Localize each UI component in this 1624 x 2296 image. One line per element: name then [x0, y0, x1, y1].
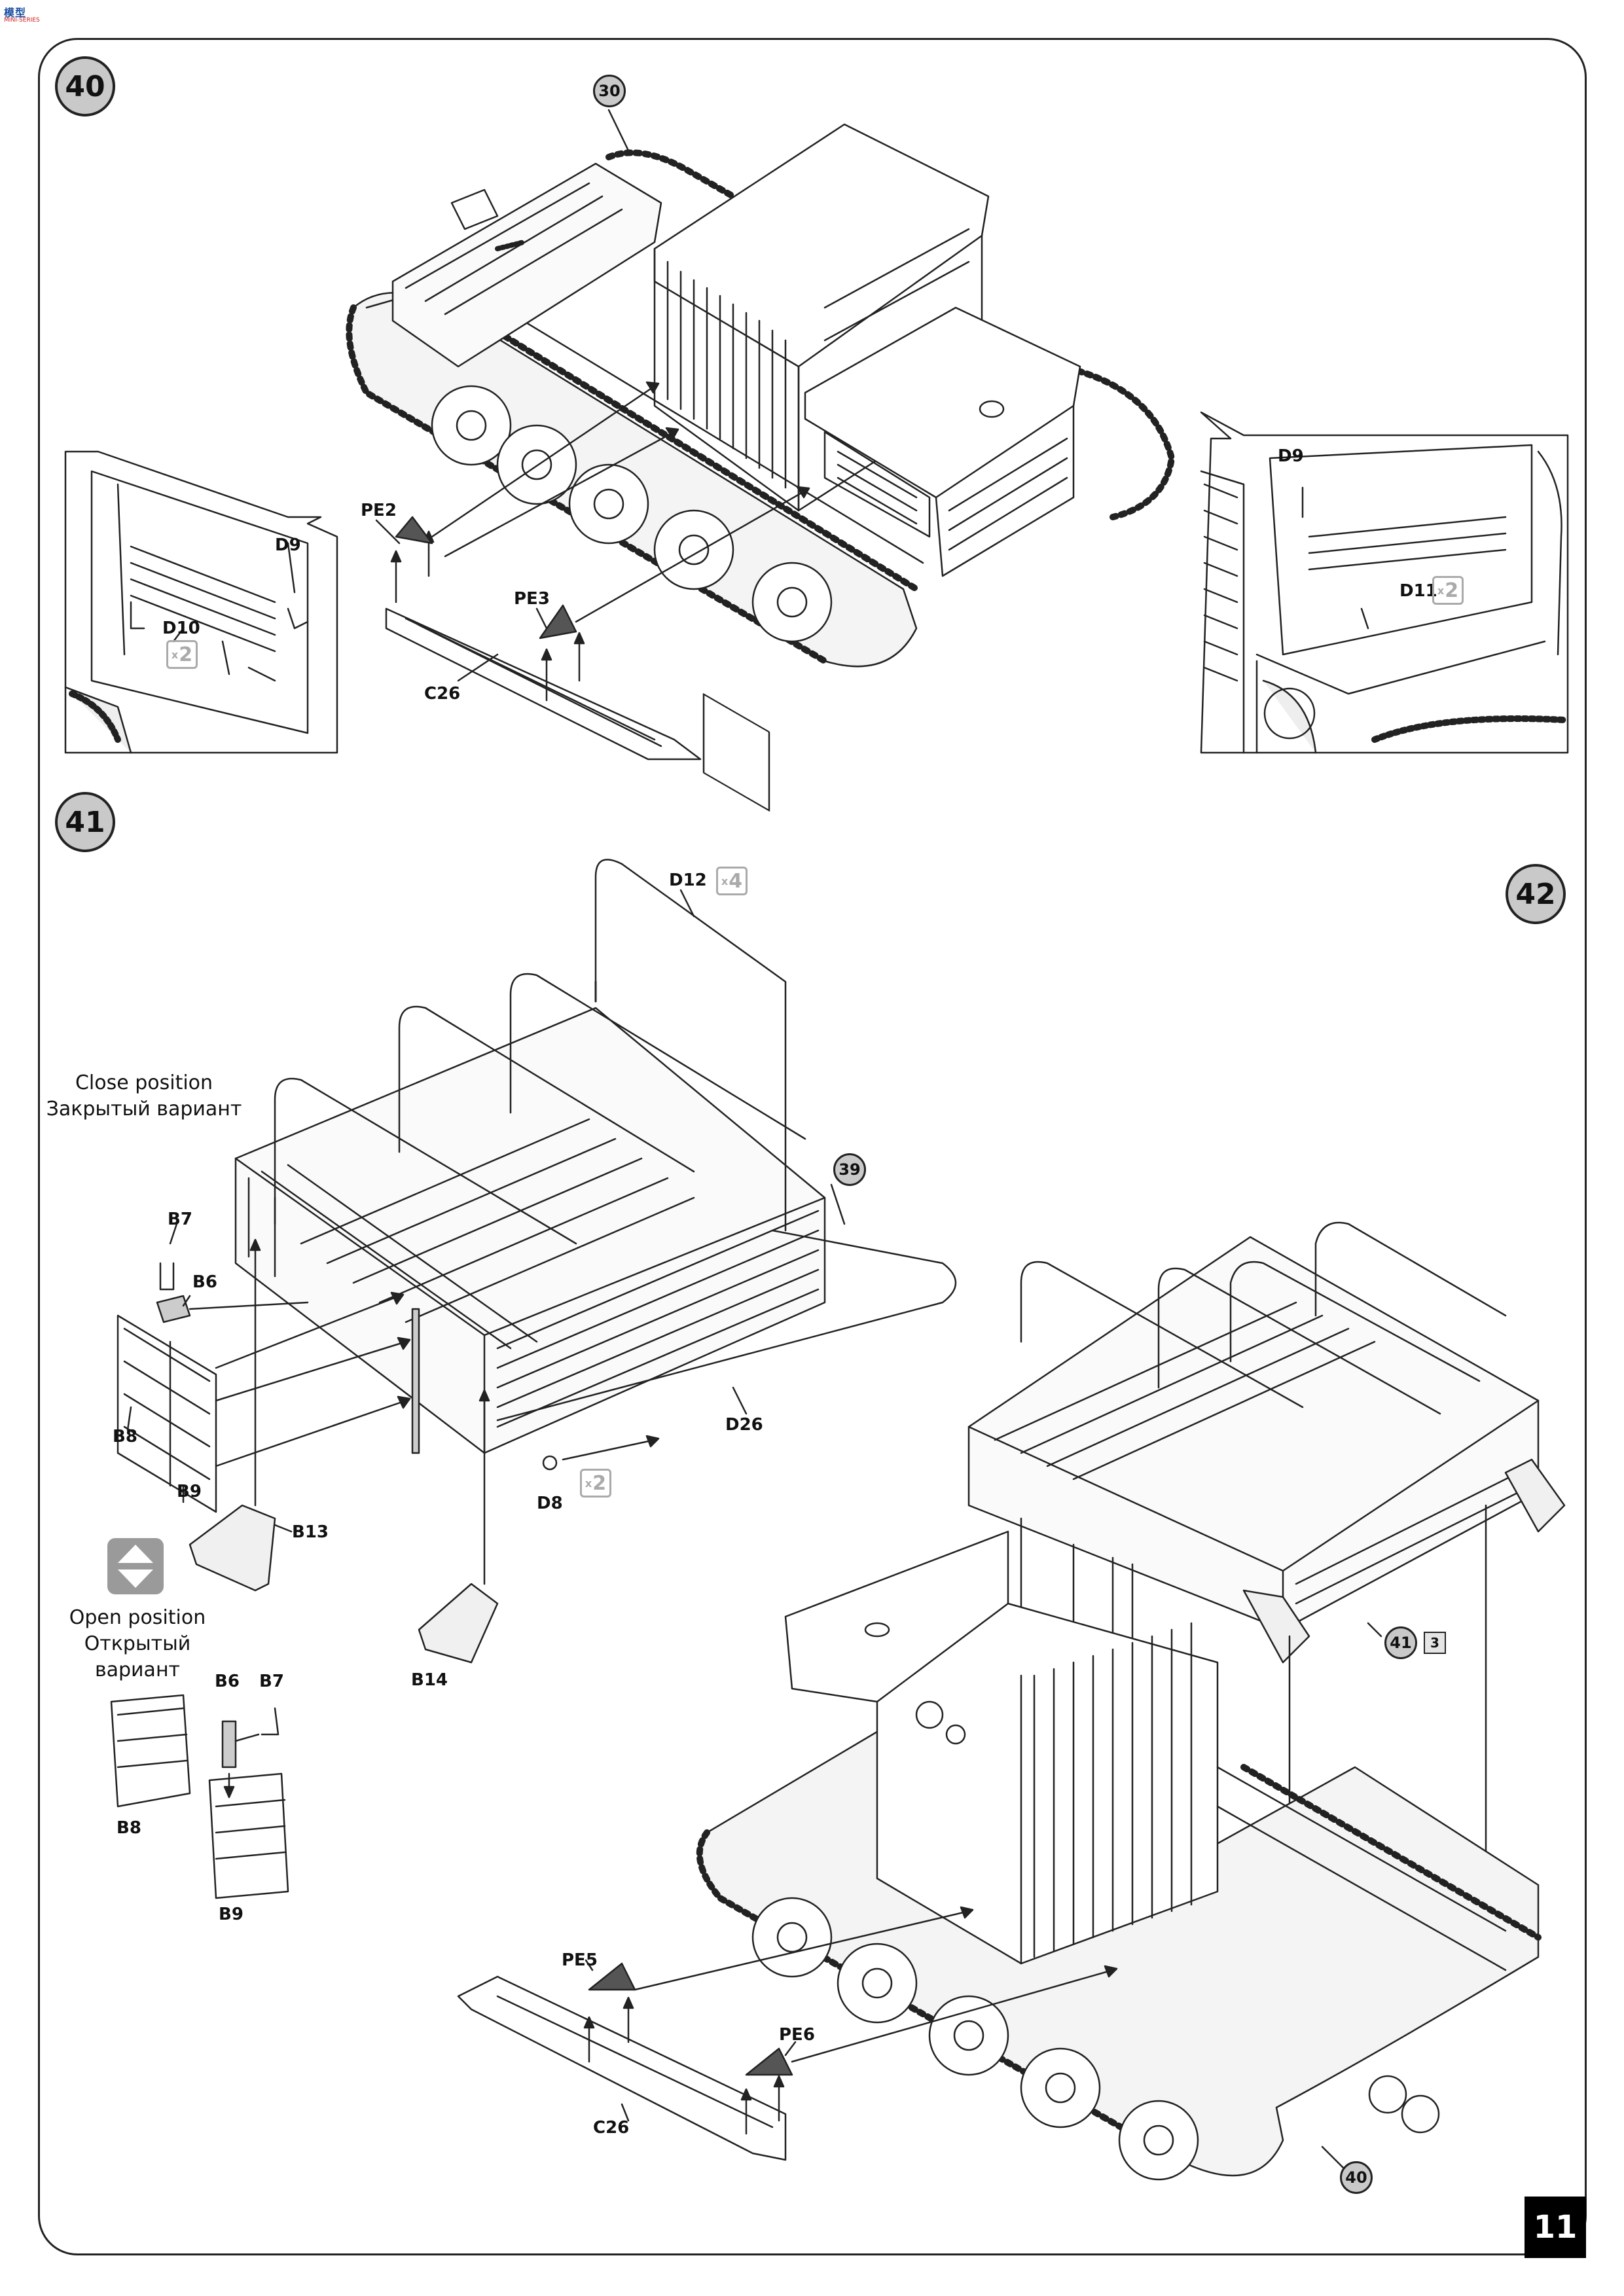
label-b6-open: B6	[215, 1672, 240, 1691]
label-pe5: PE5	[562, 1950, 598, 1970]
label-b9: B9	[177, 1482, 202, 1501]
multiplier-value: 4	[729, 869, 743, 893]
ref-41: 41	[1384, 1626, 1417, 1659]
open-position-ru: Открытый вариант	[84, 1632, 191, 1681]
label-b7: B7	[168, 1210, 192, 1229]
multiplier-x: x	[721, 874, 729, 888]
close-position-en: Close position	[75, 1071, 213, 1094]
label-d8: D8	[537, 1494, 563, 1513]
step40-vehicle	[346, 109, 1175, 812]
step-42-badge: 42	[1506, 864, 1566, 924]
step40-right-inset	[1200, 411, 1569, 754]
multiplier-value: 2	[592, 1471, 607, 1495]
open-position-caption: Open position Открытый вариант	[46, 1605, 229, 1683]
step-40-badge: 40	[55, 56, 115, 117]
close-position-caption: Close position Закрытый вариант	[46, 1070, 242, 1122]
label-b8-open: B8	[117, 1818, 141, 1838]
step41-cargo-bed	[117, 859, 957, 1664]
label-d11: D11	[1399, 581, 1437, 601]
label-b7-open: B7	[259, 1672, 284, 1691]
multiplier-value: 2	[1445, 579, 1459, 602]
label-pe6: PE6	[779, 2025, 815, 2045]
site-logo: 模型 MINI-SERIES	[4, 4, 50, 26]
ref-39: 39	[833, 1153, 866, 1186]
label-b8: B8	[113, 1427, 137, 1446]
logo-subtitle: MINI-SERIES	[4, 17, 40, 24]
open-position-parts	[110, 1694, 289, 1899]
label-pe2: PE2	[361, 501, 397, 520]
multiplier-x: x	[585, 1477, 592, 1490]
multiplier-value: 2	[179, 643, 193, 666]
label-d9-right: D9	[1278, 446, 1304, 466]
ref-40: 40	[1340, 2161, 1373, 2194]
label-c26-bottom: C26	[593, 2118, 630, 2138]
label-d26: D26	[725, 1415, 763, 1435]
step42-assembly	[457, 1221, 1566, 2181]
step-41-badge: 41	[55, 792, 115, 852]
swap-arrows-glyph	[118, 1545, 153, 1588]
step-ref-box-3: 3	[1424, 1632, 1446, 1654]
open-position-en: Open position	[69, 1606, 206, 1629]
label-pe3: PE3	[514, 589, 550, 609]
label-b13: B13	[292, 1522, 329, 1542]
multiplier-x: x	[1437, 584, 1445, 597]
step40-left-inset	[64, 450, 338, 754]
label-b14: B14	[411, 1670, 448, 1690]
label-d10: D10	[162, 619, 200, 638]
logo-brand: 模型	[4, 7, 27, 19]
close-position-ru: Закрытый вариант	[46, 1098, 242, 1121]
label-d12: D12	[669, 870, 707, 890]
page-frame	[38, 38, 1587, 2255]
page-number: 11	[1525, 2197, 1586, 2258]
label-b9-open: B9	[219, 1905, 244, 1924]
swap-up-down-icon	[107, 1538, 164, 1594]
label-b6: B6	[192, 1272, 217, 1292]
multiplier-x: x	[171, 648, 179, 661]
label-d9-left: D9	[275, 535, 301, 555]
ref-30: 30	[593, 75, 626, 107]
label-c26-top: C26	[424, 684, 461, 704]
